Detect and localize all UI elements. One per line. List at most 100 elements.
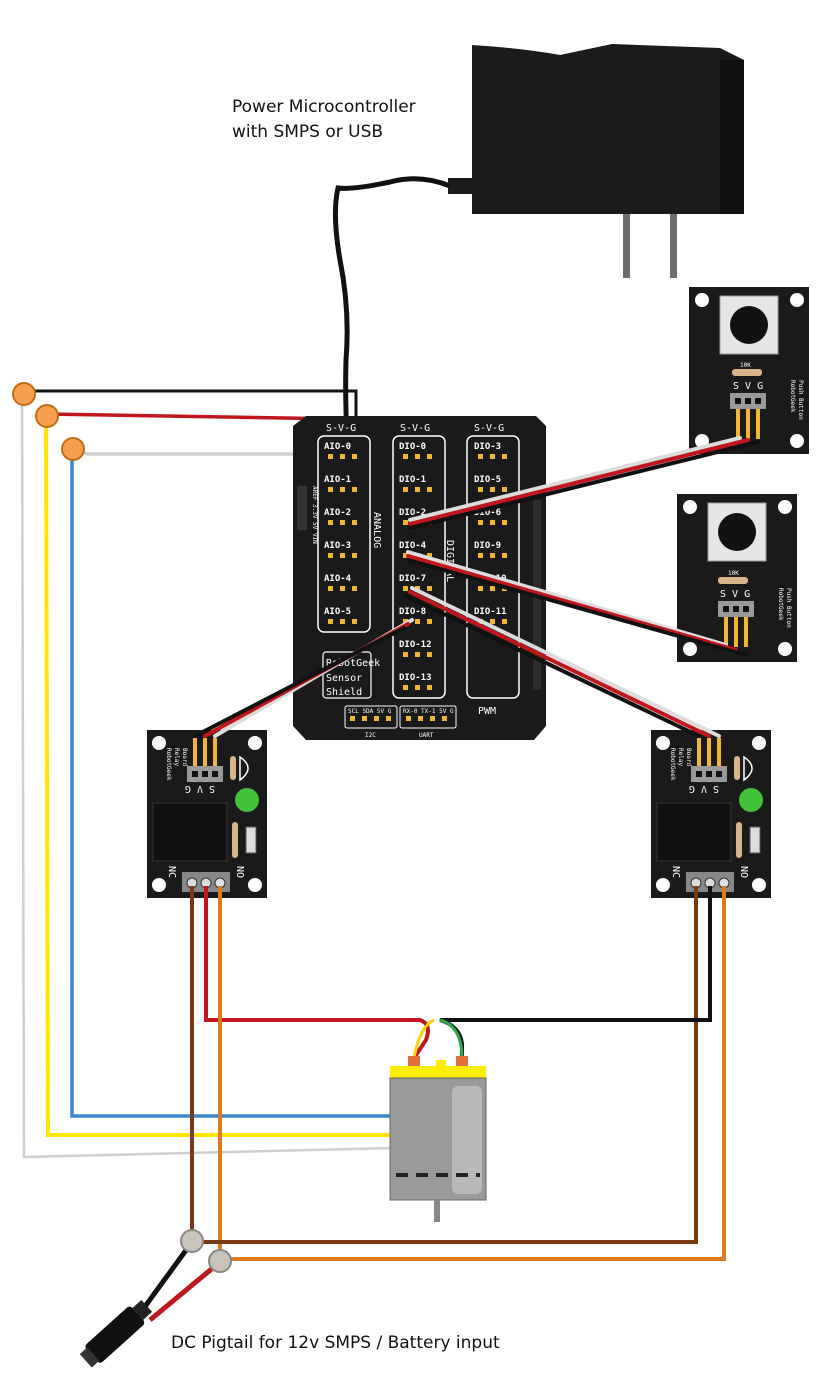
digital-pin-label: DIO-4 bbox=[399, 541, 427, 551]
relay-right-led bbox=[739, 788, 763, 812]
pwm-pin-header bbox=[490, 586, 495, 591]
digital-header-label: S-V-G bbox=[400, 423, 430, 434]
analog-pin-header bbox=[328, 454, 333, 459]
digital-pin-header bbox=[403, 652, 408, 657]
digital-side-label: DIGITAL bbox=[444, 540, 455, 582]
analog-pin-header bbox=[340, 520, 345, 525]
pb1-board-line2: Push Button bbox=[797, 380, 804, 420]
analog-pin-header bbox=[352, 586, 357, 591]
digital-pin-header bbox=[415, 652, 420, 657]
analog-pin-header bbox=[328, 586, 333, 591]
relay-board-left: S V G RobotGeek Relay Board NC NO bbox=[147, 730, 267, 898]
digital-pin-label: DIO-13 bbox=[399, 673, 432, 683]
pot-connector-2 bbox=[35, 404, 59, 428]
relay-right-board-line3: Board bbox=[685, 748, 692, 766]
push-button-board-1: 10K S V G RobotGeek Push Button bbox=[689, 287, 809, 454]
pot-connector-1 bbox=[12, 382, 36, 406]
relay-right-no-label: NO bbox=[738, 866, 749, 878]
digital-pin-header bbox=[403, 553, 408, 558]
i2c-pins-label: SCL SDA 5V G bbox=[348, 708, 392, 715]
power-cord bbox=[332, 176, 451, 441]
relay-left-cable bbox=[193, 618, 414, 738]
digital-pin-header bbox=[403, 454, 408, 459]
dc-motor bbox=[389, 1056, 487, 1222]
pwm-pin-header bbox=[490, 520, 495, 525]
analog-pin-header bbox=[328, 520, 333, 525]
pwm-pin-header bbox=[490, 553, 495, 558]
digital-pin-label: DIO-1 bbox=[399, 475, 426, 485]
analog-pin-header bbox=[352, 454, 357, 459]
pwm-pin-label: DIO-6 bbox=[474, 508, 501, 518]
analog-pin-header bbox=[340, 454, 345, 459]
digital-pin-label: DIO-2 bbox=[399, 508, 426, 518]
digital-pin-header bbox=[415, 487, 420, 492]
relay-left-no-label: NO bbox=[234, 866, 245, 878]
relay-right-board-line1: RobotGeek bbox=[669, 748, 676, 781]
analog-pin-header bbox=[340, 487, 345, 492]
analog-pin-label: AIO-2 bbox=[324, 508, 351, 518]
relay-left-nc-label: NC bbox=[166, 866, 177, 878]
pot-connector-3 bbox=[61, 437, 85, 461]
push-button-2-cable bbox=[406, 550, 748, 657]
pwm-pin-header bbox=[502, 454, 507, 459]
dc-pigtail bbox=[79, 1229, 232, 1368]
analog-pin-header bbox=[352, 619, 357, 624]
pb1-pin-labels: S V G bbox=[733, 381, 763, 392]
pwm-pin-header bbox=[490, 487, 495, 492]
analog-pin-header bbox=[352, 487, 357, 492]
caption-pigtail: DC Pigtail for 12v SMPS / Battery input bbox=[171, 1333, 500, 1353]
relay-left-pin-labels: S V G bbox=[185, 783, 215, 794]
relay-left-board-line1: RobotGeek bbox=[165, 748, 172, 781]
analog-pin-header bbox=[328, 619, 333, 624]
digital-pin-header bbox=[403, 487, 408, 492]
digital-pin-header bbox=[427, 619, 432, 624]
digital-pin-label: DIO-7 bbox=[399, 574, 426, 584]
shield-brand-line1: RobotGeek bbox=[326, 658, 380, 669]
analog-header-label: S-V-G bbox=[326, 423, 356, 434]
pigtail-junction-1 bbox=[180, 1229, 204, 1253]
digital-pin-header bbox=[403, 586, 408, 591]
analog-pin-label: AIO-4 bbox=[324, 574, 352, 584]
shield-brand-line3: Shield bbox=[326, 687, 362, 698]
sensor-shield: S-V-G S-V-G S-V-G ANALOG DIGITAL PWM AIO… bbox=[293, 416, 546, 740]
analog-pin-header bbox=[340, 553, 345, 558]
analog-pin-label: AIO-1 bbox=[324, 475, 351, 485]
pwm-pin-header bbox=[478, 520, 483, 525]
pwm-pin-header bbox=[502, 520, 507, 525]
analog-pin-header bbox=[340, 586, 345, 591]
analog-pin-header bbox=[328, 553, 333, 558]
relay-left-led bbox=[235, 788, 259, 812]
pwm-pin-header bbox=[478, 454, 483, 459]
pigtail-junction-2 bbox=[208, 1249, 232, 1273]
relay-left-board-line2: Relay bbox=[173, 748, 180, 766]
uart-pins-label: RX-0 TX-1 5V G bbox=[403, 708, 454, 715]
pwm-label: PWM bbox=[478, 706, 496, 717]
digital-pin-label: DIO-0 bbox=[399, 442, 426, 452]
pwm-pin-header bbox=[478, 487, 483, 492]
digital-pin-header bbox=[427, 586, 432, 591]
pwm-pin-header bbox=[502, 487, 507, 492]
digital-pin-header bbox=[415, 454, 420, 459]
digital-pin-header bbox=[403, 619, 408, 624]
side-power-pins-label: AREF 3.3V 5V VIN bbox=[311, 486, 318, 544]
pwm-pin-header bbox=[502, 553, 507, 558]
relay-right-pin-labels: S V G bbox=[689, 783, 719, 794]
pwm-pin-header bbox=[490, 454, 495, 459]
relay-right-cable bbox=[404, 586, 721, 738]
caption-power-line1: Power Microcontroller bbox=[232, 97, 416, 117]
analog-pin-header bbox=[328, 487, 333, 492]
relay-left-board-line3: Board bbox=[181, 748, 188, 766]
pwm-pin-label: DIO-5 bbox=[474, 475, 501, 485]
potentiometer-connectors bbox=[12, 382, 85, 461]
analog-pin-label: AIO-3 bbox=[324, 541, 351, 551]
pwm-pin-header bbox=[502, 619, 507, 624]
analog-pin-header bbox=[352, 553, 357, 558]
digital-pin-label: DIO-8 bbox=[399, 607, 426, 617]
pwm-pin-label: DIO-3 bbox=[474, 442, 501, 452]
relay-board-right: S V G RobotGeek Relay Board NC NO bbox=[651, 730, 771, 898]
pwm-pin-label: DIO-9 bbox=[474, 541, 501, 551]
adapter-prong-right bbox=[670, 214, 677, 278]
relay-right-nc-label: NC bbox=[670, 866, 681, 878]
i2c-label: I2C bbox=[365, 732, 376, 739]
